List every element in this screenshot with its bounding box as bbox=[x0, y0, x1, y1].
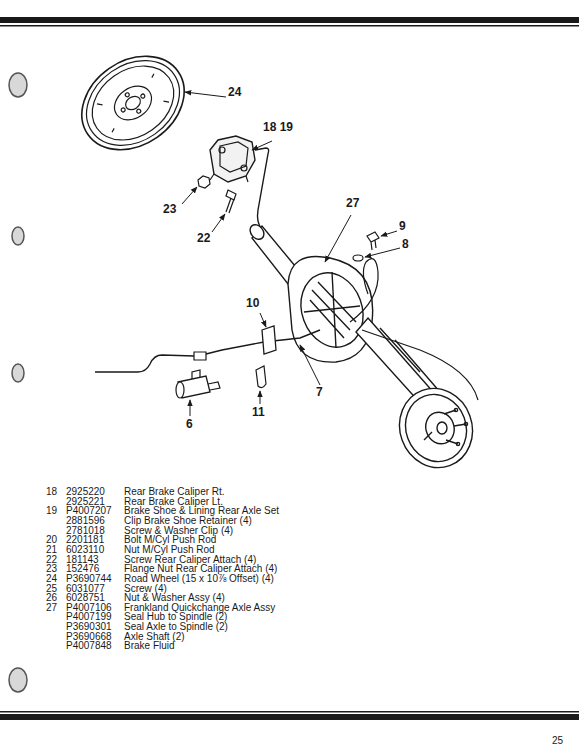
table-cell: Seal Axle to Spindle (2) bbox=[124, 622, 228, 632]
table-cell: P3690668 bbox=[66, 632, 112, 642]
callout-number: 11 bbox=[252, 406, 265, 418]
table-cell: 6031077 bbox=[66, 584, 105, 594]
table-cell: 6023110 bbox=[66, 545, 104, 555]
table-cell: Brake Shoe & Lining Rear Axle Set bbox=[124, 506, 279, 516]
brake-disc bbox=[388, 378, 483, 478]
master-cylinder bbox=[176, 370, 220, 398]
bolt bbox=[367, 232, 379, 250]
table-cell: Screw (4) bbox=[124, 584, 167, 594]
table-cell: 2201181 bbox=[66, 535, 104, 545]
table-cell: 22 bbox=[46, 555, 57, 565]
table-cell: 2881596 bbox=[66, 516, 105, 526]
callout-number: 18 19 bbox=[263, 121, 293, 133]
table-cell: 25 bbox=[46, 584, 57, 594]
table-cell: Flange Nut Rear Caliper Attach (4) bbox=[124, 564, 277, 574]
callout-number: 7 bbox=[316, 386, 323, 398]
table-cell: Nut & Washer Assy (4) bbox=[124, 593, 225, 603]
table-cell: 2925221 bbox=[66, 497, 105, 507]
callout-number: 22 bbox=[197, 232, 210, 244]
leader-lines bbox=[182, 92, 400, 416]
table-cell: Frankland Quickchange Axle Assy bbox=[124, 603, 275, 613]
table-cell: P4007207 bbox=[66, 506, 112, 516]
table-cell: 2925220 bbox=[66, 487, 105, 497]
table-cell: 21 bbox=[46, 545, 57, 555]
table-cell: 6028751 bbox=[66, 593, 105, 603]
table-cell: P3690744 bbox=[66, 574, 112, 584]
table-cell: 19 bbox=[46, 506, 57, 516]
table-cell: 152476 bbox=[66, 564, 99, 574]
vent-line bbox=[350, 259, 378, 322]
table-cell: Screw & Washer Clip (4) bbox=[124, 526, 233, 536]
callout-number: 6 bbox=[186, 418, 193, 430]
clip bbox=[256, 366, 266, 388]
table-cell: Brake Fluid bbox=[124, 641, 175, 651]
brake-line bbox=[95, 330, 320, 372]
table-cell: Rear Brake Caliper Rt. bbox=[124, 487, 225, 497]
table-cell: P4007199 bbox=[66, 612, 112, 622]
washer bbox=[353, 255, 363, 261]
table-cell: P4007848 bbox=[66, 641, 112, 651]
callout-number: 8 bbox=[402, 238, 409, 250]
table-cell: 24 bbox=[46, 574, 57, 584]
table-cell: 20 bbox=[46, 535, 57, 545]
callout-number: 10 bbox=[246, 297, 259, 309]
callout-number: 24 bbox=[228, 86, 241, 98]
table-cell: Road Wheel (15 x 10⅞ Offset) (4) bbox=[124, 574, 274, 584]
flange-nut bbox=[198, 176, 210, 188]
callout-number: 27 bbox=[346, 197, 359, 209]
table-cell: Bolt M/Cyl Push Rod bbox=[124, 535, 216, 545]
table-cell: Clip Brake Shoe Retainer (4) bbox=[124, 516, 252, 526]
table-cell: 181143 bbox=[66, 555, 99, 565]
caliper-screw bbox=[226, 190, 236, 213]
axle-housing bbox=[247, 222, 442, 414]
brake-caliper bbox=[210, 136, 255, 182]
callout-number: 23 bbox=[163, 203, 176, 215]
page-rules bbox=[0, 17, 579, 720]
page-number: 25 bbox=[552, 736, 563, 746]
table-cell: 2781018 bbox=[66, 526, 105, 536]
table-cell: 27 bbox=[46, 603, 57, 613]
table-cell: Axle Shaft (2) bbox=[124, 632, 185, 642]
table-cell: Screw Rear Caliper Attach (4) bbox=[124, 555, 256, 565]
brake-line bbox=[255, 148, 269, 230]
table-cell: Seal Hub to Spindle (2) bbox=[124, 612, 227, 622]
callout-number: 9 bbox=[399, 220, 406, 232]
road-wheel bbox=[64, 37, 202, 169]
table-cell: 23 bbox=[46, 564, 57, 574]
table-cell: 26 bbox=[46, 593, 57, 603]
binder-holes bbox=[9, 73, 27, 692]
table-cell: Rear Brake Caliper Lt. bbox=[124, 497, 223, 507]
table-cell: 18 bbox=[46, 487, 57, 497]
table-cell: Nut M/Cyl Push Rod bbox=[124, 545, 215, 555]
table-cell: P4007106 bbox=[66, 603, 112, 613]
table-cell: P3690301 bbox=[66, 622, 112, 632]
bracket bbox=[262, 326, 276, 354]
